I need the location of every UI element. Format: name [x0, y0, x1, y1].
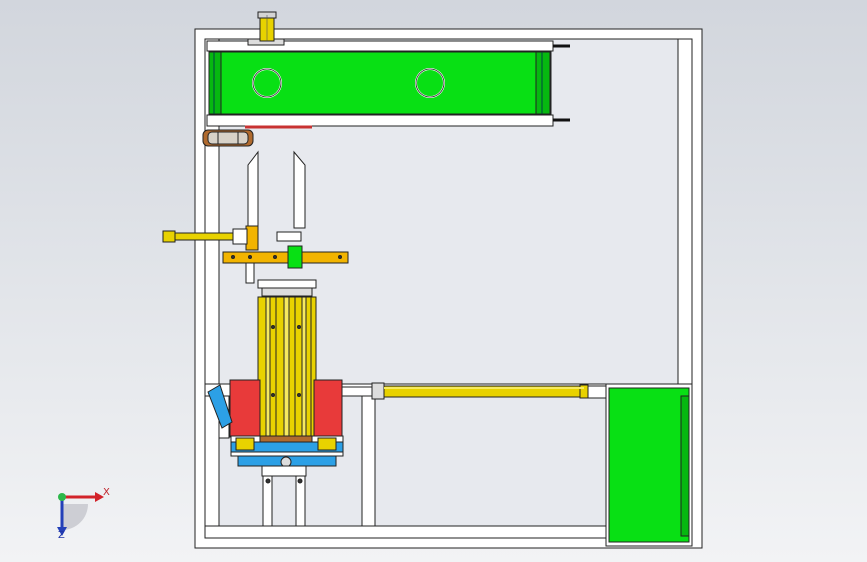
horizontal-cylinder — [341, 382, 607, 400]
orange-crossbar — [222, 245, 349, 284]
left-cylinder — [162, 228, 248, 245]
y-axis-dot — [58, 493, 66, 501]
top-belt-assembly — [206, 40, 570, 127]
x-axis-label: X — [103, 487, 110, 498]
z-axis-label: Z — [58, 530, 65, 541]
axis-triad — [57, 492, 104, 536]
gripper-fingers — [245, 150, 306, 251]
red-blocks — [207, 379, 343, 438]
right-bin — [605, 383, 693, 547]
top-motor — [247, 11, 285, 46]
base-carriage — [230, 435, 344, 484]
center-column — [257, 279, 317, 440]
copper-pulley — [202, 125, 312, 147]
